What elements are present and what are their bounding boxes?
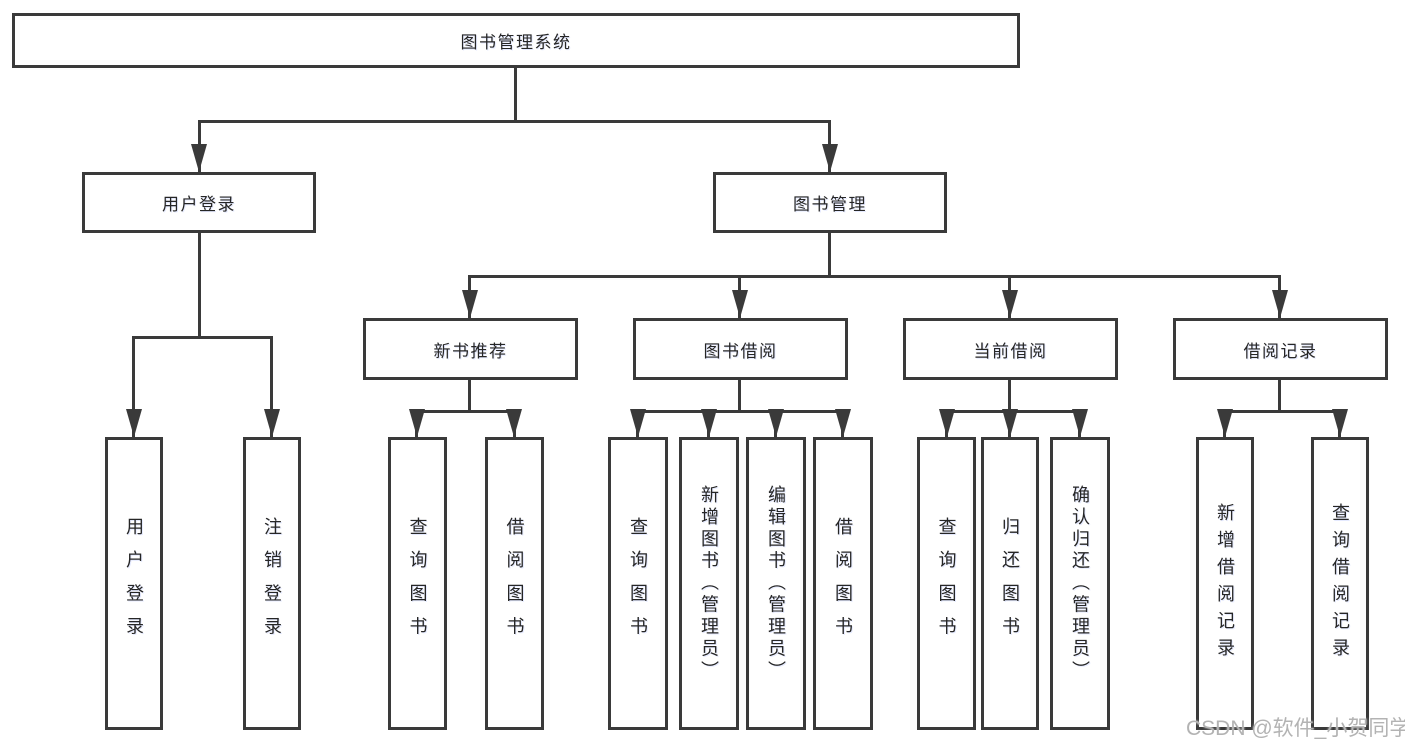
node-book-borrow: 图书借阅: [633, 318, 848, 380]
arrowhead-down-icon: [1002, 409, 1018, 437]
arrowhead-down-icon: [835, 409, 851, 437]
leaf-confirm-return-admin: 确认归还（管理员）: [1050, 437, 1110, 730]
node-label: 图书管理系统: [460, 33, 572, 52]
arrowhead-down-icon: [506, 409, 522, 437]
arrowhead-down-icon: [768, 409, 784, 437]
arrowhead-down-icon: [701, 409, 717, 437]
leaf-borrow-book: 借阅图书: [813, 437, 873, 730]
arrowhead-down-icon: [1332, 409, 1348, 437]
leaf-add-borrow-record: 新增借阅记录: [1196, 437, 1254, 730]
arrowhead-down-icon: [1002, 290, 1018, 318]
arrowhead-down-icon: [126, 409, 142, 437]
leaf-label: 查询图书: [628, 516, 648, 651]
connector-line: [468, 380, 471, 410]
connector-line: [1223, 410, 1342, 413]
leaf-label: 注销登录: [262, 516, 282, 651]
node-label: 图书借阅: [703, 341, 778, 361]
leaf-label: 借阅图书: [504, 516, 525, 651]
arrowhead-down-icon: [732, 290, 748, 318]
node-label: 借阅记录: [1243, 341, 1318, 361]
leaf-label: 查询图书: [936, 516, 957, 651]
arrowhead-down-icon: [1272, 290, 1288, 318]
node-new-book-recommend: 新书推荐: [363, 318, 578, 380]
connector-line: [132, 336, 135, 437]
connector-line: [514, 68, 517, 120]
node-borrow-record: 借阅记录: [1173, 318, 1388, 380]
connector-line: [198, 233, 201, 336]
connector-line: [469, 275, 1281, 278]
leaf-label: 编辑图书（管理员）: [766, 484, 786, 683]
node-book-management: 图书管理: [713, 172, 947, 233]
connector-line: [132, 336, 273, 339]
arrowhead-down-icon: [1072, 409, 1088, 437]
node-library-management-system: 图书管理系统: [12, 13, 1020, 68]
leaf-user-login: 用户登录: [105, 437, 163, 730]
arrowhead-down-icon: [939, 409, 955, 437]
connector-line: [738, 380, 741, 410]
node-label: 新书推荐: [433, 341, 508, 361]
arrowhead-down-icon: [264, 409, 280, 437]
leaf-label: 新增图书（管理员）: [699, 484, 719, 683]
connector-line: [416, 410, 516, 413]
leaf-label: 借阅图书: [833, 516, 853, 651]
leaf-current-query-book: 查询图书: [917, 437, 976, 730]
leaf-label: 确认归还（管理员）: [1070, 484, 1090, 683]
leaf-add-book-admin: 新增图书（管理员）: [679, 437, 739, 730]
node-current-borrow: 当前借阅: [903, 318, 1118, 380]
connector-line: [270, 336, 273, 437]
watermark: CSDN @软件_小贺同学: [1186, 717, 1405, 740]
leaf-query-borrow-record: 查询借阅记录: [1311, 437, 1369, 730]
leaf-label: 用户登录: [124, 516, 144, 651]
node-label: 图书管理: [793, 195, 867, 214]
node-label: 当前借阅: [973, 341, 1048, 361]
leaf-label: 归还图书: [1000, 516, 1020, 651]
arrowhead-down-icon: [822, 144, 838, 172]
connector-line: [828, 233, 831, 275]
node-label: 用户登录: [162, 195, 236, 214]
connector-line: [1008, 380, 1011, 410]
arrowhead-down-icon: [630, 409, 646, 437]
connector-line: [198, 120, 831, 123]
leaf-borrow-query-book: 查询图书: [608, 437, 668, 730]
leaf-recommend-borrow-book: 借阅图书: [485, 437, 544, 730]
leaf-return-book: 归还图书: [981, 437, 1039, 730]
leaf-logout: 注销登录: [243, 437, 301, 730]
leaf-recommend-query-book: 查询图书: [388, 437, 447, 730]
leaf-label: 查询图书: [407, 516, 428, 651]
leaf-label: 查询借阅记录: [1330, 502, 1350, 665]
leaf-label: 新增借阅记录: [1215, 502, 1235, 665]
arrowhead-down-icon: [191, 144, 207, 172]
connector-line: [636, 410, 845, 413]
connector-line: [1278, 380, 1281, 410]
arrowhead-down-icon: [1217, 409, 1233, 437]
leaf-edit-book-admin: 编辑图书（管理员）: [746, 437, 806, 730]
arrowhead-down-icon: [409, 409, 425, 437]
arrowhead-down-icon: [462, 290, 478, 318]
node-user-login: 用户登录: [82, 172, 316, 233]
